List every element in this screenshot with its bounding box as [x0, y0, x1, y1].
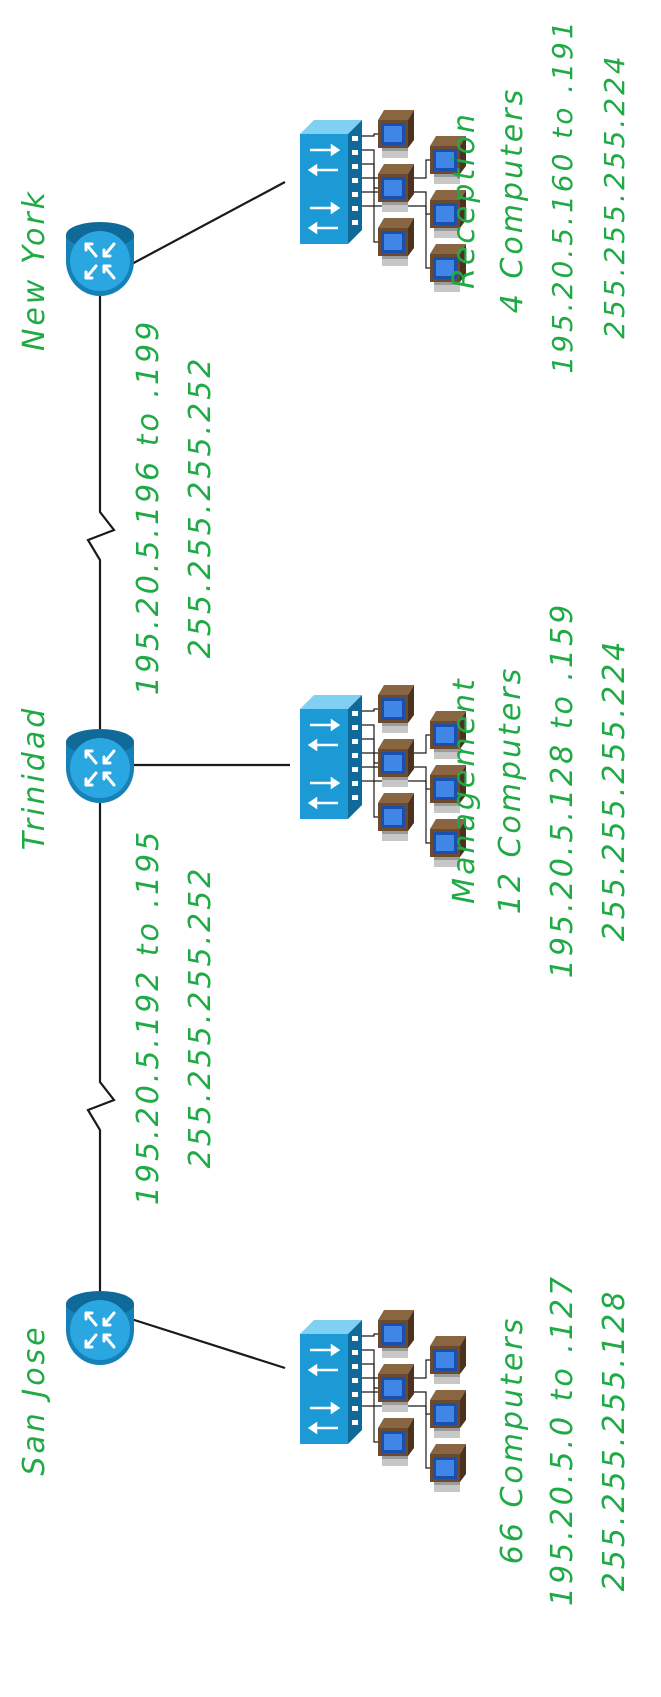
computer-icon — [430, 1444, 466, 1492]
computer-icon — [378, 1364, 414, 1412]
computer-icon — [378, 1310, 414, 1358]
subnet-1-mask: 255.255.255.128 — [597, 1289, 632, 1592]
subnet-2-computers: 12 Computers — [493, 666, 528, 914]
computer-icon — [430, 1390, 466, 1438]
router-label-san-jose: San Jose — [17, 1324, 52, 1475]
router-san-jose-icon — [64, 1289, 136, 1367]
wan-link-1-range: 195.20.5.192 to .195 — [131, 829, 166, 1205]
computer-icon — [378, 218, 414, 266]
switch-3-icon — [298, 118, 364, 246]
switch-1-icon — [298, 1318, 364, 1446]
computer-icon — [378, 793, 414, 841]
wan-link-1-mask: 255.255.255.252 — [183, 866, 218, 1169]
wan-link-2-range: 195.20.5.196 to .199 — [131, 319, 166, 695]
subnet-3-name: Reception — [447, 111, 482, 289]
computer-icon — [378, 110, 414, 158]
router-label-trinidad: Trinidad — [17, 706, 52, 850]
computer-icon — [378, 164, 414, 212]
computer-icon — [378, 739, 414, 787]
subnet-3-range: 195.20.5.160 to .191 — [546, 18, 579, 373]
wan-link-2-mask: 255.255.255.252 — [183, 356, 218, 659]
router-label-new-york: New York — [17, 189, 52, 351]
lan-uplink-3 — [127, 181, 286, 267]
computer-icon — [378, 1418, 414, 1466]
switch-2-icon — [298, 693, 364, 821]
computer-icon — [430, 1336, 466, 1384]
wan-link-1-line — [86, 800, 116, 1292]
subnet-2-mask: 255.255.255.224 — [597, 639, 632, 942]
router-new-york-icon — [64, 220, 136, 298]
subnet-2-range: 195.20.5.128 to .159 — [545, 602, 580, 978]
router-trinidad-icon — [64, 727, 136, 805]
computer-icon — [378, 685, 414, 733]
lan-uplink-1 — [127, 1316, 286, 1370]
wan-link-2-line — [86, 294, 116, 730]
subnet-1-computers: 66 Computers — [495, 1316, 530, 1564]
subnet-1-range: 195.20.5.0 to .127 — [545, 1274, 580, 1606]
subnet-3-computers: 4 Computers — [495, 87, 530, 313]
subnet-3-mask: 255.255.255.224 — [598, 53, 631, 338]
subnet-2-name: Management — [447, 676, 482, 904]
